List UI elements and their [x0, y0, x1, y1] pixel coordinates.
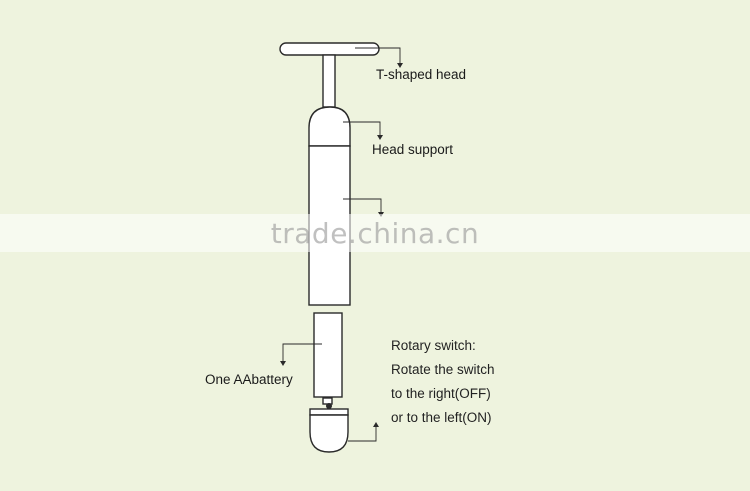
arrowhead-head-support [377, 135, 383, 140]
head-support [308, 106, 351, 147]
arrowhead-battery [280, 361, 286, 366]
battery [313, 312, 343, 398]
leader-switch [348, 426, 377, 442]
leader-head-support [343, 121, 381, 136]
rotary-switch-line: or to the left(ON) [391, 410, 492, 425]
label-t-shaped-head: T-shaped head [376, 67, 467, 82]
rotary-switch-line: to the right(OFF) [391, 386, 491, 401]
rotary-switch-line: Rotary switch: [391, 338, 476, 353]
label-battery: One AAbattery [205, 372, 293, 387]
watermark-band [0, 214, 750, 252]
rotary-switch-cap [309, 414, 349, 453]
switch-ring [309, 408, 349, 416]
arrowhead-switch [373, 422, 379, 427]
label-head-support: Head support [372, 142, 454, 157]
switch-notch [326, 403, 332, 409]
leader-t-head [355, 47, 401, 64]
battery-terminal [322, 397, 333, 405]
rotary-switch-description: Rotary switch: Rotate the switch to the … [391, 334, 495, 430]
leader-body [343, 198, 382, 213]
watermark: trade.china.cn [270, 217, 480, 250]
arrowhead-t-head [397, 63, 403, 68]
t-head-stem [322, 54, 336, 108]
leader-battery [282, 343, 322, 362]
t-head-bar [279, 42, 380, 56]
rotary-switch-line: Rotate the switch [391, 362, 495, 377]
